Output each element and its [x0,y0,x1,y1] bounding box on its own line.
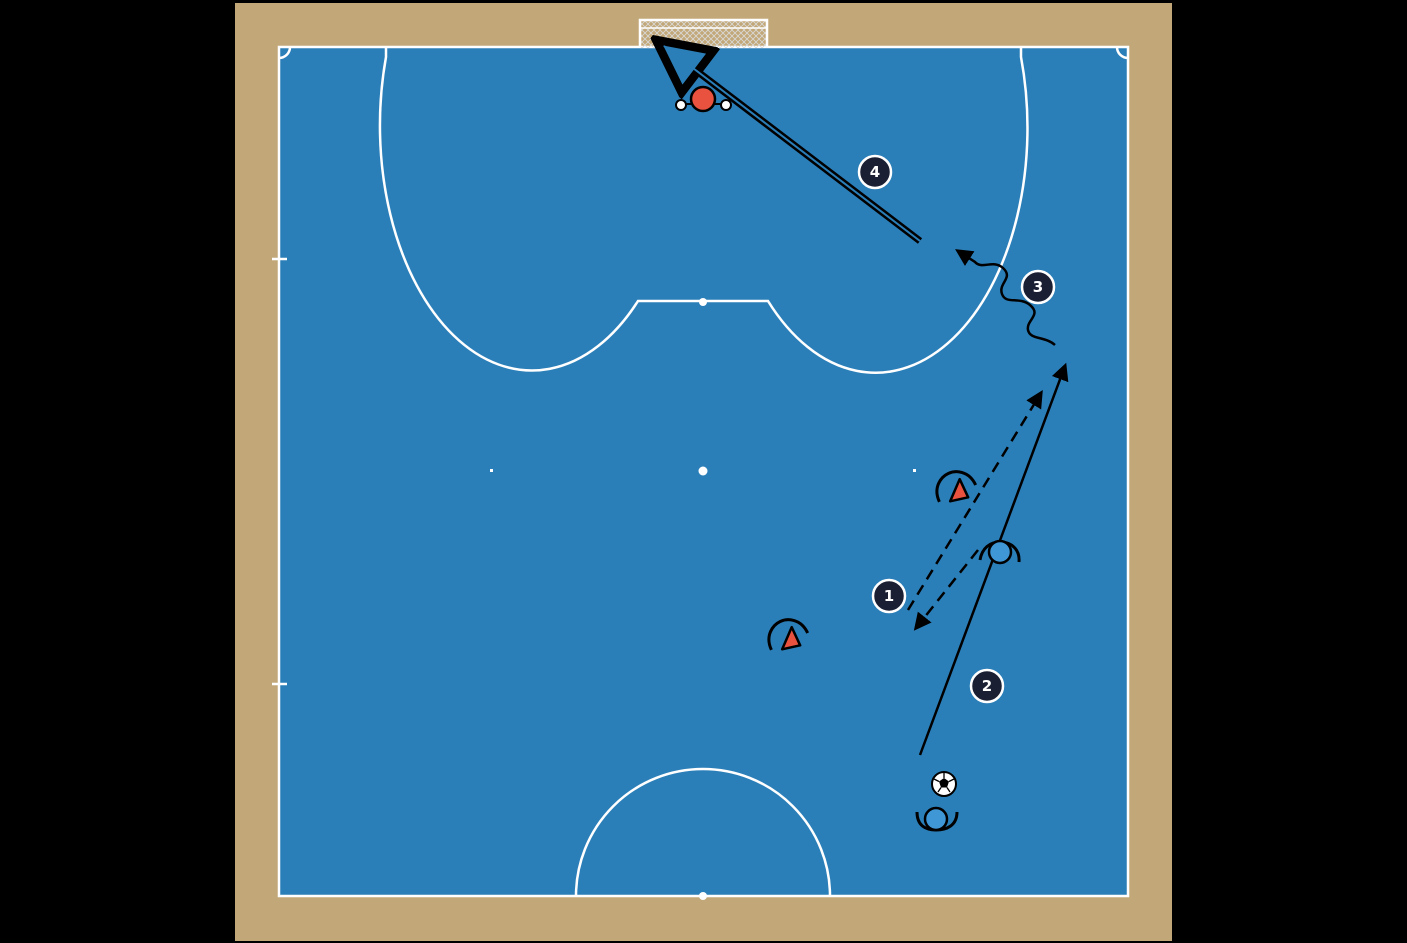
defender-lower [767,618,810,651]
step-badge-3: 3 [1020,269,1056,305]
penalty-spot [699,298,707,306]
shot-line-step-4 [660,43,923,244]
court-spots [490,298,916,900]
attacker-support [978,539,1021,565]
step-badge-4: 4 [857,154,893,190]
mark-right [913,469,916,472]
step-badge-2-label: 2 [982,677,992,695]
goal-net-icon [638,18,769,48]
mark-left [490,469,493,472]
step-badge-2: 2 [969,668,1005,704]
ball-icon [931,771,957,797]
corner-arc-tl [278,46,292,60]
centre-circle-half [574,767,832,897]
step-badge-1: 1 [871,578,907,614]
step-badge-1-label: 1 [884,587,894,605]
corner-arc-tr [1115,46,1129,60]
pass-line-step-1-back [906,390,1043,611]
defender-upper [935,470,978,503]
goalkeeper [675,85,732,113]
step-badge-4-label: 4 [870,163,880,181]
step-badge-3-label: 3 [1033,278,1043,296]
attacker-with-ball [915,806,959,832]
centre-spot [699,892,707,900]
second-penalty-spot [698,466,708,476]
dribble-line-step-3 [955,249,1056,346]
